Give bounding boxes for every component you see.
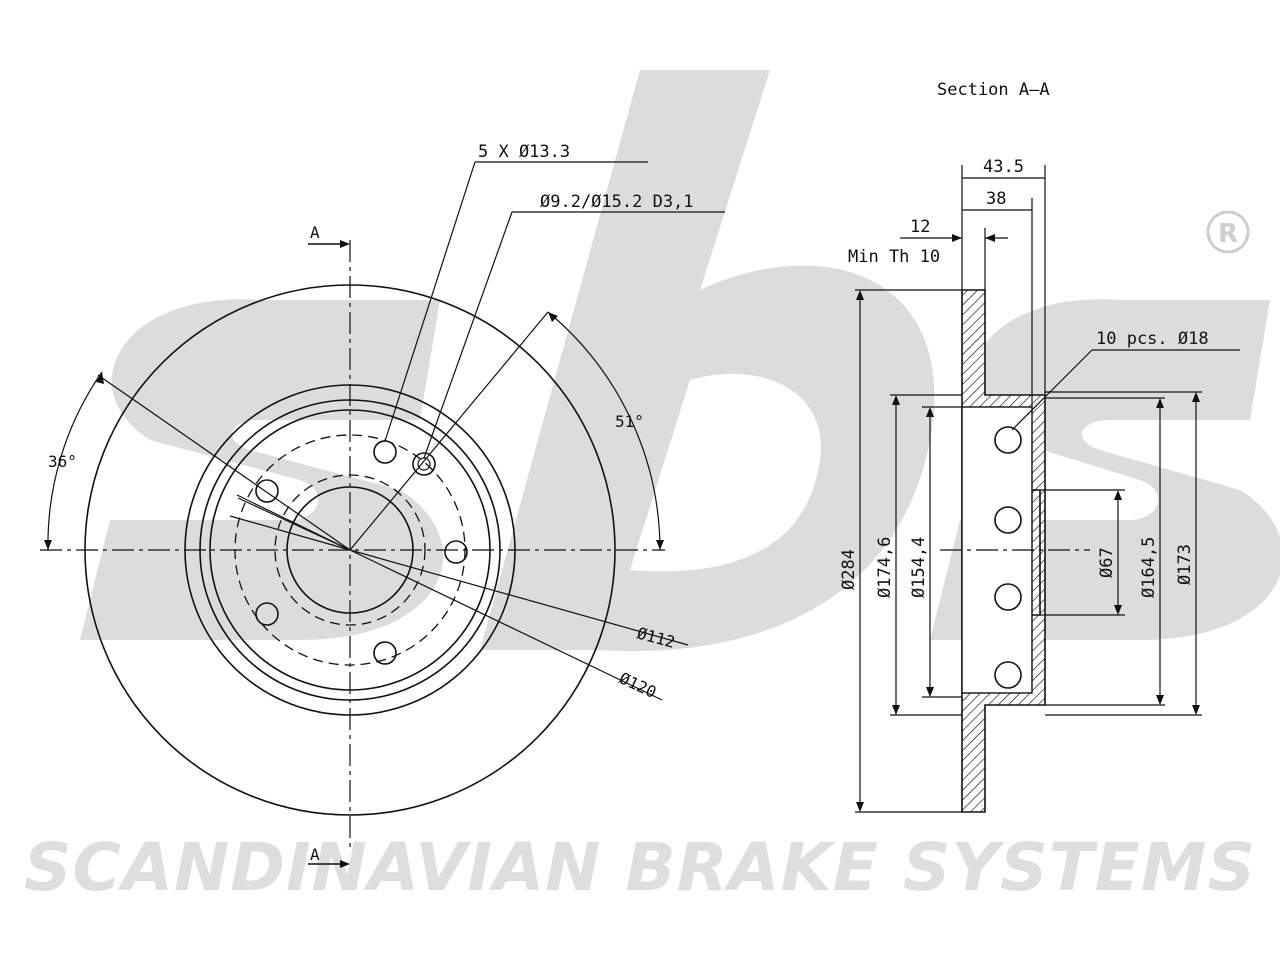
vent-holes-label: 10 pcs. Ø18 — [1096, 329, 1209, 349]
company-name-watermark: SCANDINAVIAN BRAKE SYSTEMS — [24, 829, 1256, 906]
center-bore-label: Ø67 — [1097, 547, 1117, 578]
dia-173-label: Ø173 — [1175, 544, 1195, 585]
thickness-label: 12 — [910, 217, 930, 237]
dia-154-label: Ø154,4 — [909, 537, 929, 598]
dia-164-label: Ø164,5 — [1139, 537, 1159, 598]
bolt-holes-label: 5 X Ø13.3 — [478, 142, 570, 162]
pcd-120-label: Ø120 — [616, 668, 659, 702]
min-thickness-label: Min Th 10 — [848, 247, 940, 267]
section-marker-top: A — [310, 223, 320, 242]
hat-height-label: 38 — [986, 189, 1006, 209]
overall-height-label: 43.5 — [983, 157, 1024, 177]
svg-text:R: R — [1218, 219, 1238, 249]
registered-mark-icon: R — [1206, 210, 1250, 254]
angle-36-label: 36° — [48, 452, 77, 471]
front-view: A A 5 X Ø13.3 Ø9.2/Ø15.2 D3,1 36° 51° Ø1… — [40, 142, 725, 868]
section-marker-bottom: A — [310, 845, 320, 864]
dia-174-label: Ø174,6 — [875, 537, 895, 598]
bolt-holes — [255, 440, 468, 665]
section-view: Section A–A 43.5 38 12 Min Th 10 — [839, 80, 1240, 813]
threaded-holes-label: Ø9.2/Ø15.2 D3,1 — [540, 192, 694, 212]
vent-holes — [994, 426, 1022, 689]
disc-diameter-label: Ø284 — [839, 549, 859, 590]
angle-51-label: 51° — [615, 412, 644, 431]
section-title: Section A–A — [937, 80, 1050, 100]
